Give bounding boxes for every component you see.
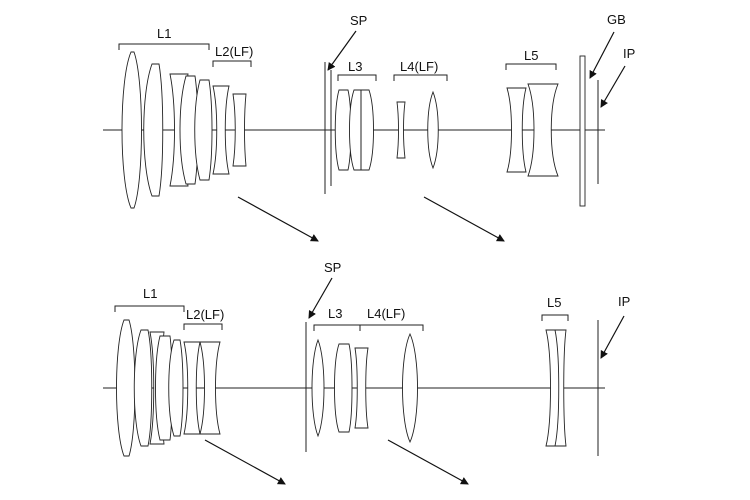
top-label-l5: L5	[524, 48, 538, 63]
top-l2-element-2	[232, 93, 247, 167]
top-movement-arrow-1	[237, 196, 319, 242]
bottom-bracket-l4	[359, 324, 424, 331]
top-bracket-l4	[393, 74, 448, 81]
bottom-lens-group-l5	[545, 329, 567, 447]
bottom-l1-element-5	[168, 339, 184, 437]
bottom-ip-pointer-arrow	[600, 315, 625, 359]
top-glass-block	[579, 55, 586, 207]
top-label-l4: L4(LF)	[400, 59, 438, 74]
bottom-lens-group-l2	[183, 341, 221, 435]
bottom-movement-arrow-1	[204, 439, 286, 485]
bottom-l3-element-1	[311, 338, 325, 438]
bottom-l4-element-1	[402, 332, 418, 444]
bottom-l1-element-1	[116, 319, 136, 457]
top-aperture-stop	[324, 62, 332, 194]
top-l3-element-1	[334, 89, 352, 171]
top-gb-pointer-arrow	[589, 31, 615, 79]
top-bracket-l3	[337, 74, 377, 81]
top-lens-group-l2	[212, 85, 247, 175]
bottom-lens-diagram: L1 L2(LF) SP L3 L4(LF) L5 IP	[103, 260, 630, 485]
top-sp-pointer-arrow	[327, 30, 357, 71]
top-lens-group-l5	[506, 83, 559, 177]
bottom-l3-element-3	[354, 347, 369, 429]
bottom-lens-group-l3	[311, 338, 369, 438]
top-bracket-l1	[118, 43, 210, 50]
bottom-label-sp: SP	[324, 260, 341, 275]
bottom-bracket-l2	[183, 323, 223, 330]
bottom-label-l2: L2(LF)	[186, 307, 224, 322]
bottom-label-l4: L4(LF)	[367, 306, 405, 321]
top-bracket-l2	[212, 60, 252, 67]
top-movement-arrow-2	[423, 196, 505, 242]
top-lens-group-l1	[121, 51, 213, 209]
top-ip-pointer-arrow	[600, 65, 626, 108]
top-l2-element-1	[212, 85, 230, 175]
top-l5-element-2	[527, 83, 559, 177]
top-lens-group-l3	[334, 89, 374, 171]
bottom-bracket-l5	[541, 314, 569, 321]
bottom-label-l5: L5	[547, 295, 561, 310]
top-label-l2: L2(LF)	[215, 44, 253, 59]
top-l1-element-1	[121, 51, 142, 209]
bottom-label-ip: IP	[618, 294, 630, 309]
top-lens-diagram: L1 L2(LF) SP L3 L4(LF) L5 GB IP	[103, 12, 635, 242]
top-label-l3: L3	[348, 59, 362, 74]
bottom-label-l3: L3	[328, 306, 342, 321]
bottom-l2-element-2	[199, 341, 221, 435]
bottom-sp-pointer-arrow	[308, 277, 333, 319]
bottom-l3-element-2	[334, 343, 353, 433]
top-label-sp: SP	[350, 13, 367, 28]
bottom-l5-element-2	[554, 329, 567, 447]
bottom-bracket-l1	[114, 305, 185, 312]
bottom-l1-element-2	[133, 329, 153, 447]
bottom-label-l1: L1	[143, 286, 157, 301]
bottom-bracket-l3	[313, 324, 361, 331]
bottom-movement-arrow-2	[387, 439, 469, 485]
top-l1-element-5	[194, 79, 213, 181]
top-label-gb: GB	[607, 12, 626, 27]
top-bracket-l5	[505, 63, 557, 70]
top-lens-group-l4	[396, 90, 439, 170]
top-l5-element-1	[506, 87, 527, 173]
top-label-ip: IP	[623, 46, 635, 61]
top-l4-element-1	[396, 101, 406, 159]
top-label-l1: L1	[157, 26, 171, 41]
bottom-lens-group-l1	[116, 319, 184, 457]
top-l1-element-2	[143, 63, 164, 197]
top-l4-element-2	[427, 90, 439, 170]
